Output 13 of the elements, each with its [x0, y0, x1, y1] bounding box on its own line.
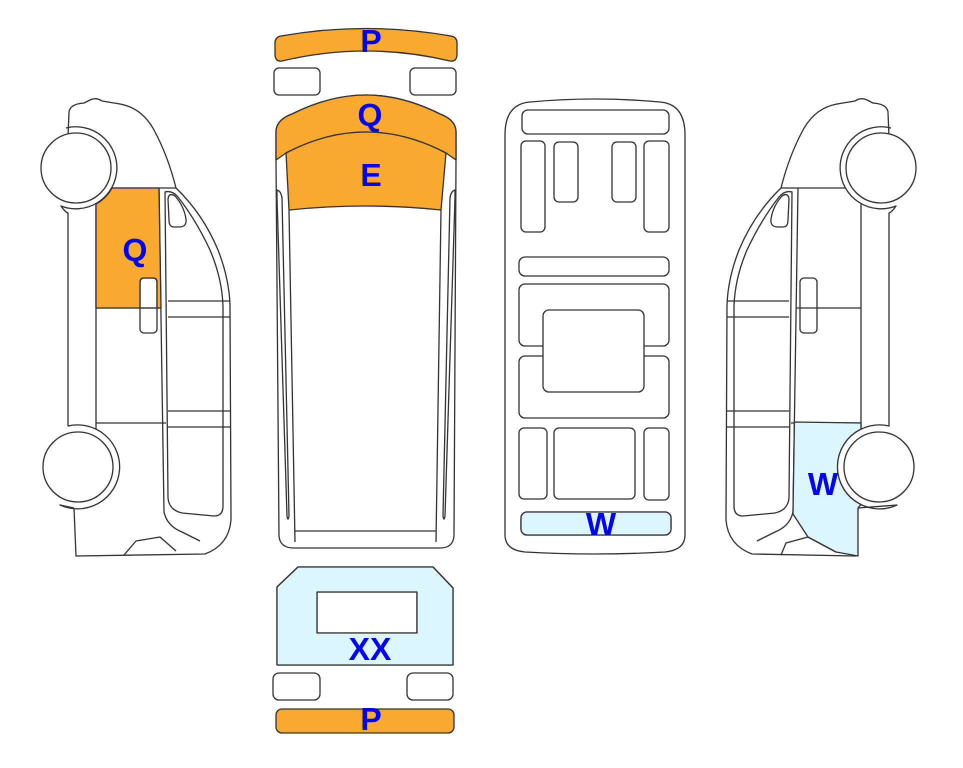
hood-panel [274, 93, 458, 162]
rear-side-panel [791, 420, 863, 559]
zone-code: P [360, 703, 382, 735]
front-door-panel [94, 186, 164, 310]
zone-code: W [808, 468, 838, 500]
zone-code: Q [358, 99, 382, 131]
rear-door-panel [275, 565, 455, 667]
zone-code: Q [122, 234, 148, 266]
windshield-panel [284, 131, 448, 212]
zone-code: XX [348, 633, 392, 665]
zone-code: W [586, 508, 616, 540]
zone-code: E [360, 159, 382, 191]
zone-code: P [360, 25, 382, 57]
